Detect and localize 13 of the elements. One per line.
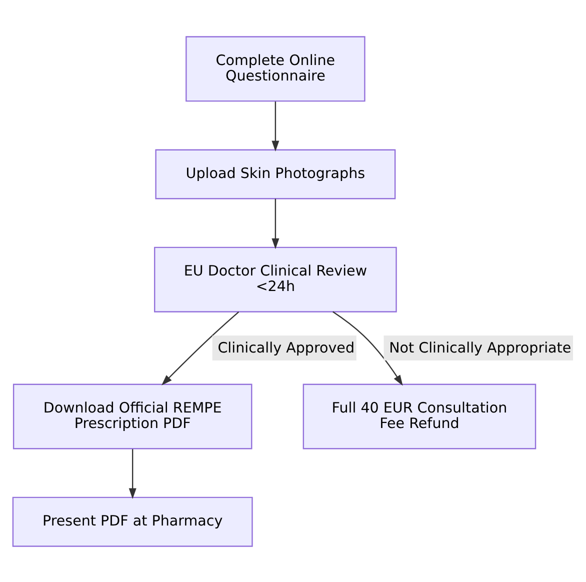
node-box: EU Doctor Clinical Review <24h: [154, 246, 397, 312]
arrow: [272, 101, 280, 151]
node-box: Present PDF at Pharmacy: [12, 496, 253, 546]
arrow: [332, 310, 403, 386]
arrow: [272, 198, 280, 249]
edge-label: Clinically Approved: [218, 340, 355, 356]
node-box: Download Official REMPE Prescription PDF: [12, 383, 252, 449]
node-box: Complete Online Questionnaire: [186, 36, 366, 102]
edge-label: Not Clinically Appropriate: [389, 340, 572, 356]
arrow: [128, 448, 136, 499]
node-box: Full 40 EUR Consultation Fee Refund: [302, 383, 536, 449]
arrow: [162, 310, 240, 385]
node-box: Upload Skin Photographs: [155, 148, 396, 199]
